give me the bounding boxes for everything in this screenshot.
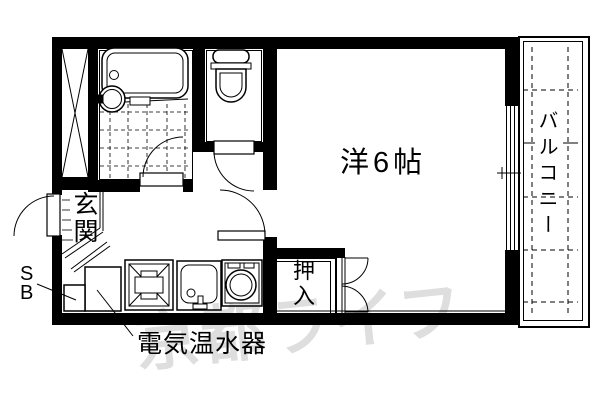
wall-toilet-bottom-right (253, 142, 267, 152)
shoe-box (63, 284, 86, 312)
wall-right-lower (505, 250, 518, 325)
wall-top (52, 37, 518, 49)
washing-machine-pan-icon (124, 259, 174, 311)
wall-toilet-bottom-left (193, 142, 215, 152)
balcony-label: バルコニー (535, 110, 557, 240)
wall-bath-toilet (193, 49, 205, 152)
kitchen-sink-icon (176, 260, 222, 311)
wall-left-lower (52, 235, 62, 325)
shoe-box-label: S B (20, 263, 34, 304)
entrance-label: 玄関 (70, 191, 98, 245)
shoe-box-leader-line (36, 283, 77, 301)
wall-shaft-right (88, 49, 98, 177)
water-heater-box (84, 266, 122, 312)
toilet-icon (210, 49, 252, 103)
wall-closet-top (263, 248, 345, 258)
entrance-step-lines (61, 192, 111, 273)
stove-burner-icon (221, 259, 263, 307)
wall-bath-bottom-left (88, 180, 140, 192)
main-room-label: 洋6帖 (340, 147, 427, 179)
bathroom-tile-grid (100, 104, 191, 178)
bathroom-door (139, 136, 184, 187)
bathtub-icon (101, 47, 189, 106)
wall-right-upper (505, 37, 518, 106)
room-door (217, 189, 266, 241)
balcony-outer-border (518, 36, 590, 328)
entry-door (13, 193, 61, 237)
sliding-window (497, 106, 521, 250)
balcony-inner-border (523, 41, 583, 321)
pipe-shaft-x-icon (61, 48, 89, 178)
wall-shaft-bottom (52, 177, 98, 190)
toilet-door (213, 140, 255, 192)
wall-hall-room-upper (263, 49, 277, 190)
closet-double-doors (341, 257, 369, 313)
closet-inner-border (276, 261, 331, 314)
closet-outer-border (272, 257, 337, 320)
wall-bath-bottom-right (183, 180, 193, 192)
closet-label: 押入 (290, 259, 315, 309)
wall-left-upper (52, 37, 62, 195)
balcony-tile-grid (523, 47, 578, 313)
water-heater-leader-line (96, 289, 134, 337)
water-heater-label: 電気温水器 (137, 330, 268, 358)
washbasin-icon (94, 85, 126, 113)
